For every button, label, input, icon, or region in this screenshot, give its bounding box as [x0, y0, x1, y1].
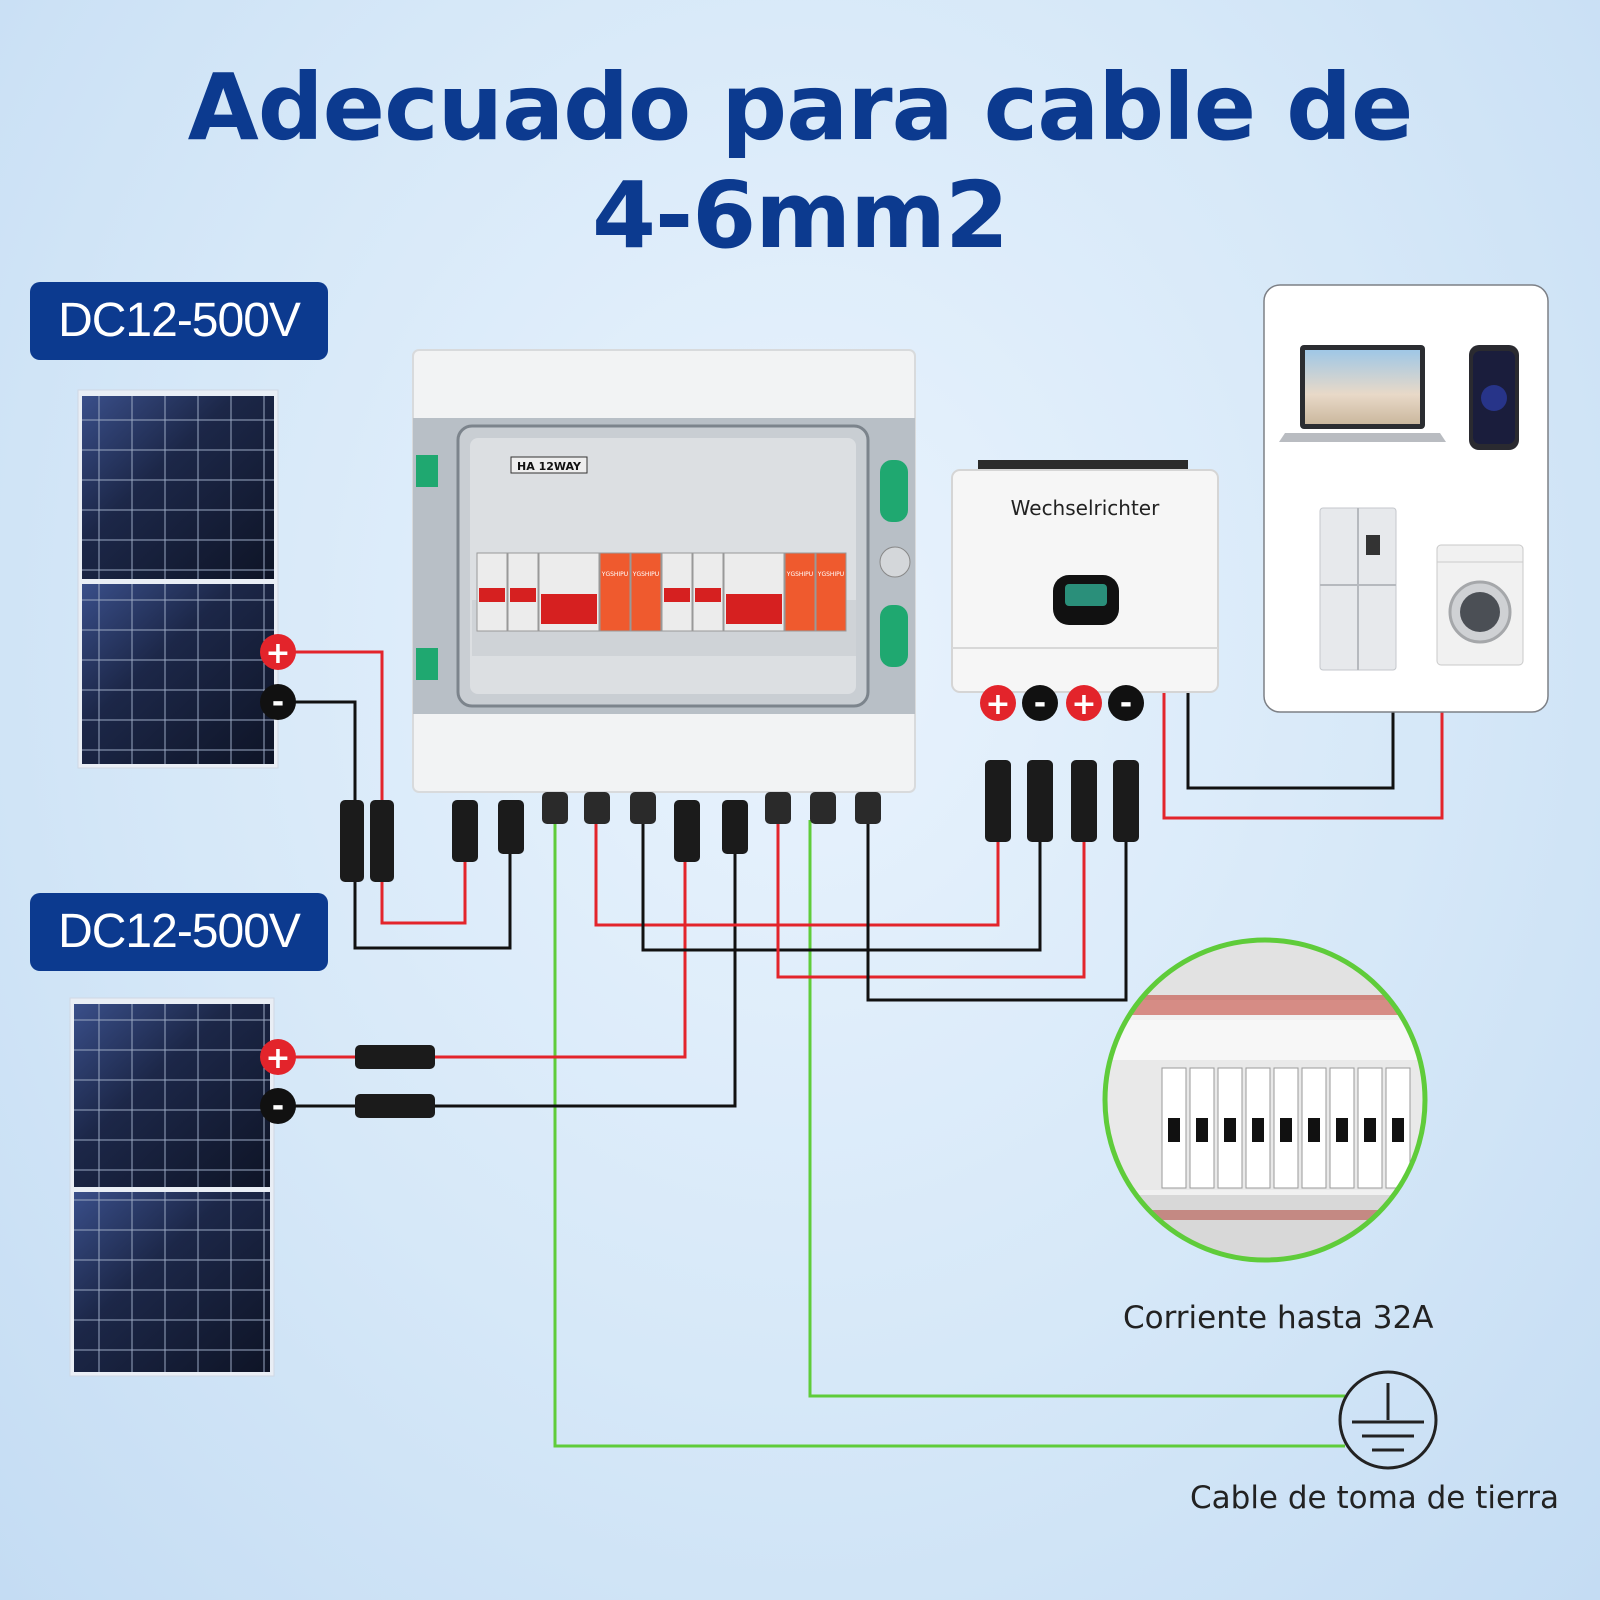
smartphone-icon [1469, 345, 1519, 450]
panel-1-negative-terminal: - [260, 684, 296, 720]
breaker-inset [1102, 937, 1428, 1263]
inverter-label: Wechselrichter [1011, 496, 1160, 520]
inverter-terminal-2: - [1022, 685, 1058, 721]
svg-text:+: + [985, 687, 1010, 722]
panel-2-positive-terminal: + [260, 1039, 296, 1076]
solar-panel-1 [77, 389, 279, 769]
refrigerator-icon [1319, 507, 1397, 671]
svg-text:-: - [272, 685, 284, 720]
ground-caption: Cable de toma de tierra [1190, 1480, 1560, 1516]
svg-text:YGSHIPU: YGSHIPU [632, 571, 659, 578]
panel-2-negative-terminal: - [260, 1088, 296, 1124]
loads-box [1263, 284, 1549, 713]
voltage-badge-2: DC12-500V [30, 893, 328, 971]
combiner-box-label: HA 12WAY [517, 460, 582, 473]
svg-text:-: - [1034, 686, 1046, 721]
voltage-badge-1: DC12-500V [30, 282, 328, 360]
inverter-terminal-1: + [980, 685, 1016, 722]
ground-symbol-icon [1338, 1370, 1438, 1470]
solar-panel-2 [69, 997, 275, 1377]
laptop-icon [1279, 345, 1446, 442]
panel-1-wiring [278, 650, 512, 950]
combiner-box: HA 12WAY YGSHIPU YGSHIPU YGSHIPU YGSHIPU [412, 349, 916, 824]
washing-machine-icon [1436, 544, 1524, 666]
inverter: Wechselrichter [951, 460, 1219, 693]
svg-text:-: - [1120, 686, 1132, 721]
mc4-connectors [340, 760, 1139, 1118]
ground-wires [553, 820, 1345, 1448]
svg-text:+: + [265, 1041, 290, 1076]
svg-text:YGSHIPU: YGSHIPU [817, 571, 844, 578]
inverter-to-loads-wiring [1162, 693, 1444, 820]
breaker-module-row: YGSHIPU YGSHIPU YGSHIPU YGSHIPU [476, 552, 847, 632]
svg-text:+: + [1071, 687, 1096, 722]
inverter-terminal-3: + [1066, 685, 1102, 722]
svg-text:-: - [272, 1089, 284, 1124]
page-title-line-1: Adecuado para cable de [187, 54, 1414, 161]
panel-1-positive-terminal: + [260, 634, 296, 671]
inverter-terminal-4: - [1108, 685, 1144, 721]
svg-text:YGSHIPU: YGSHIPU [786, 571, 813, 578]
svg-text:YGSHIPU: YGSHIPU [601, 571, 628, 578]
page-title-line-2: 4-6mm2 [592, 162, 1009, 269]
svg-text:+: + [265, 636, 290, 671]
breaker-inset-caption: Corriente hasta 32A [1123, 1300, 1434, 1336]
box-to-inverter-wiring [594, 820, 1128, 1002]
